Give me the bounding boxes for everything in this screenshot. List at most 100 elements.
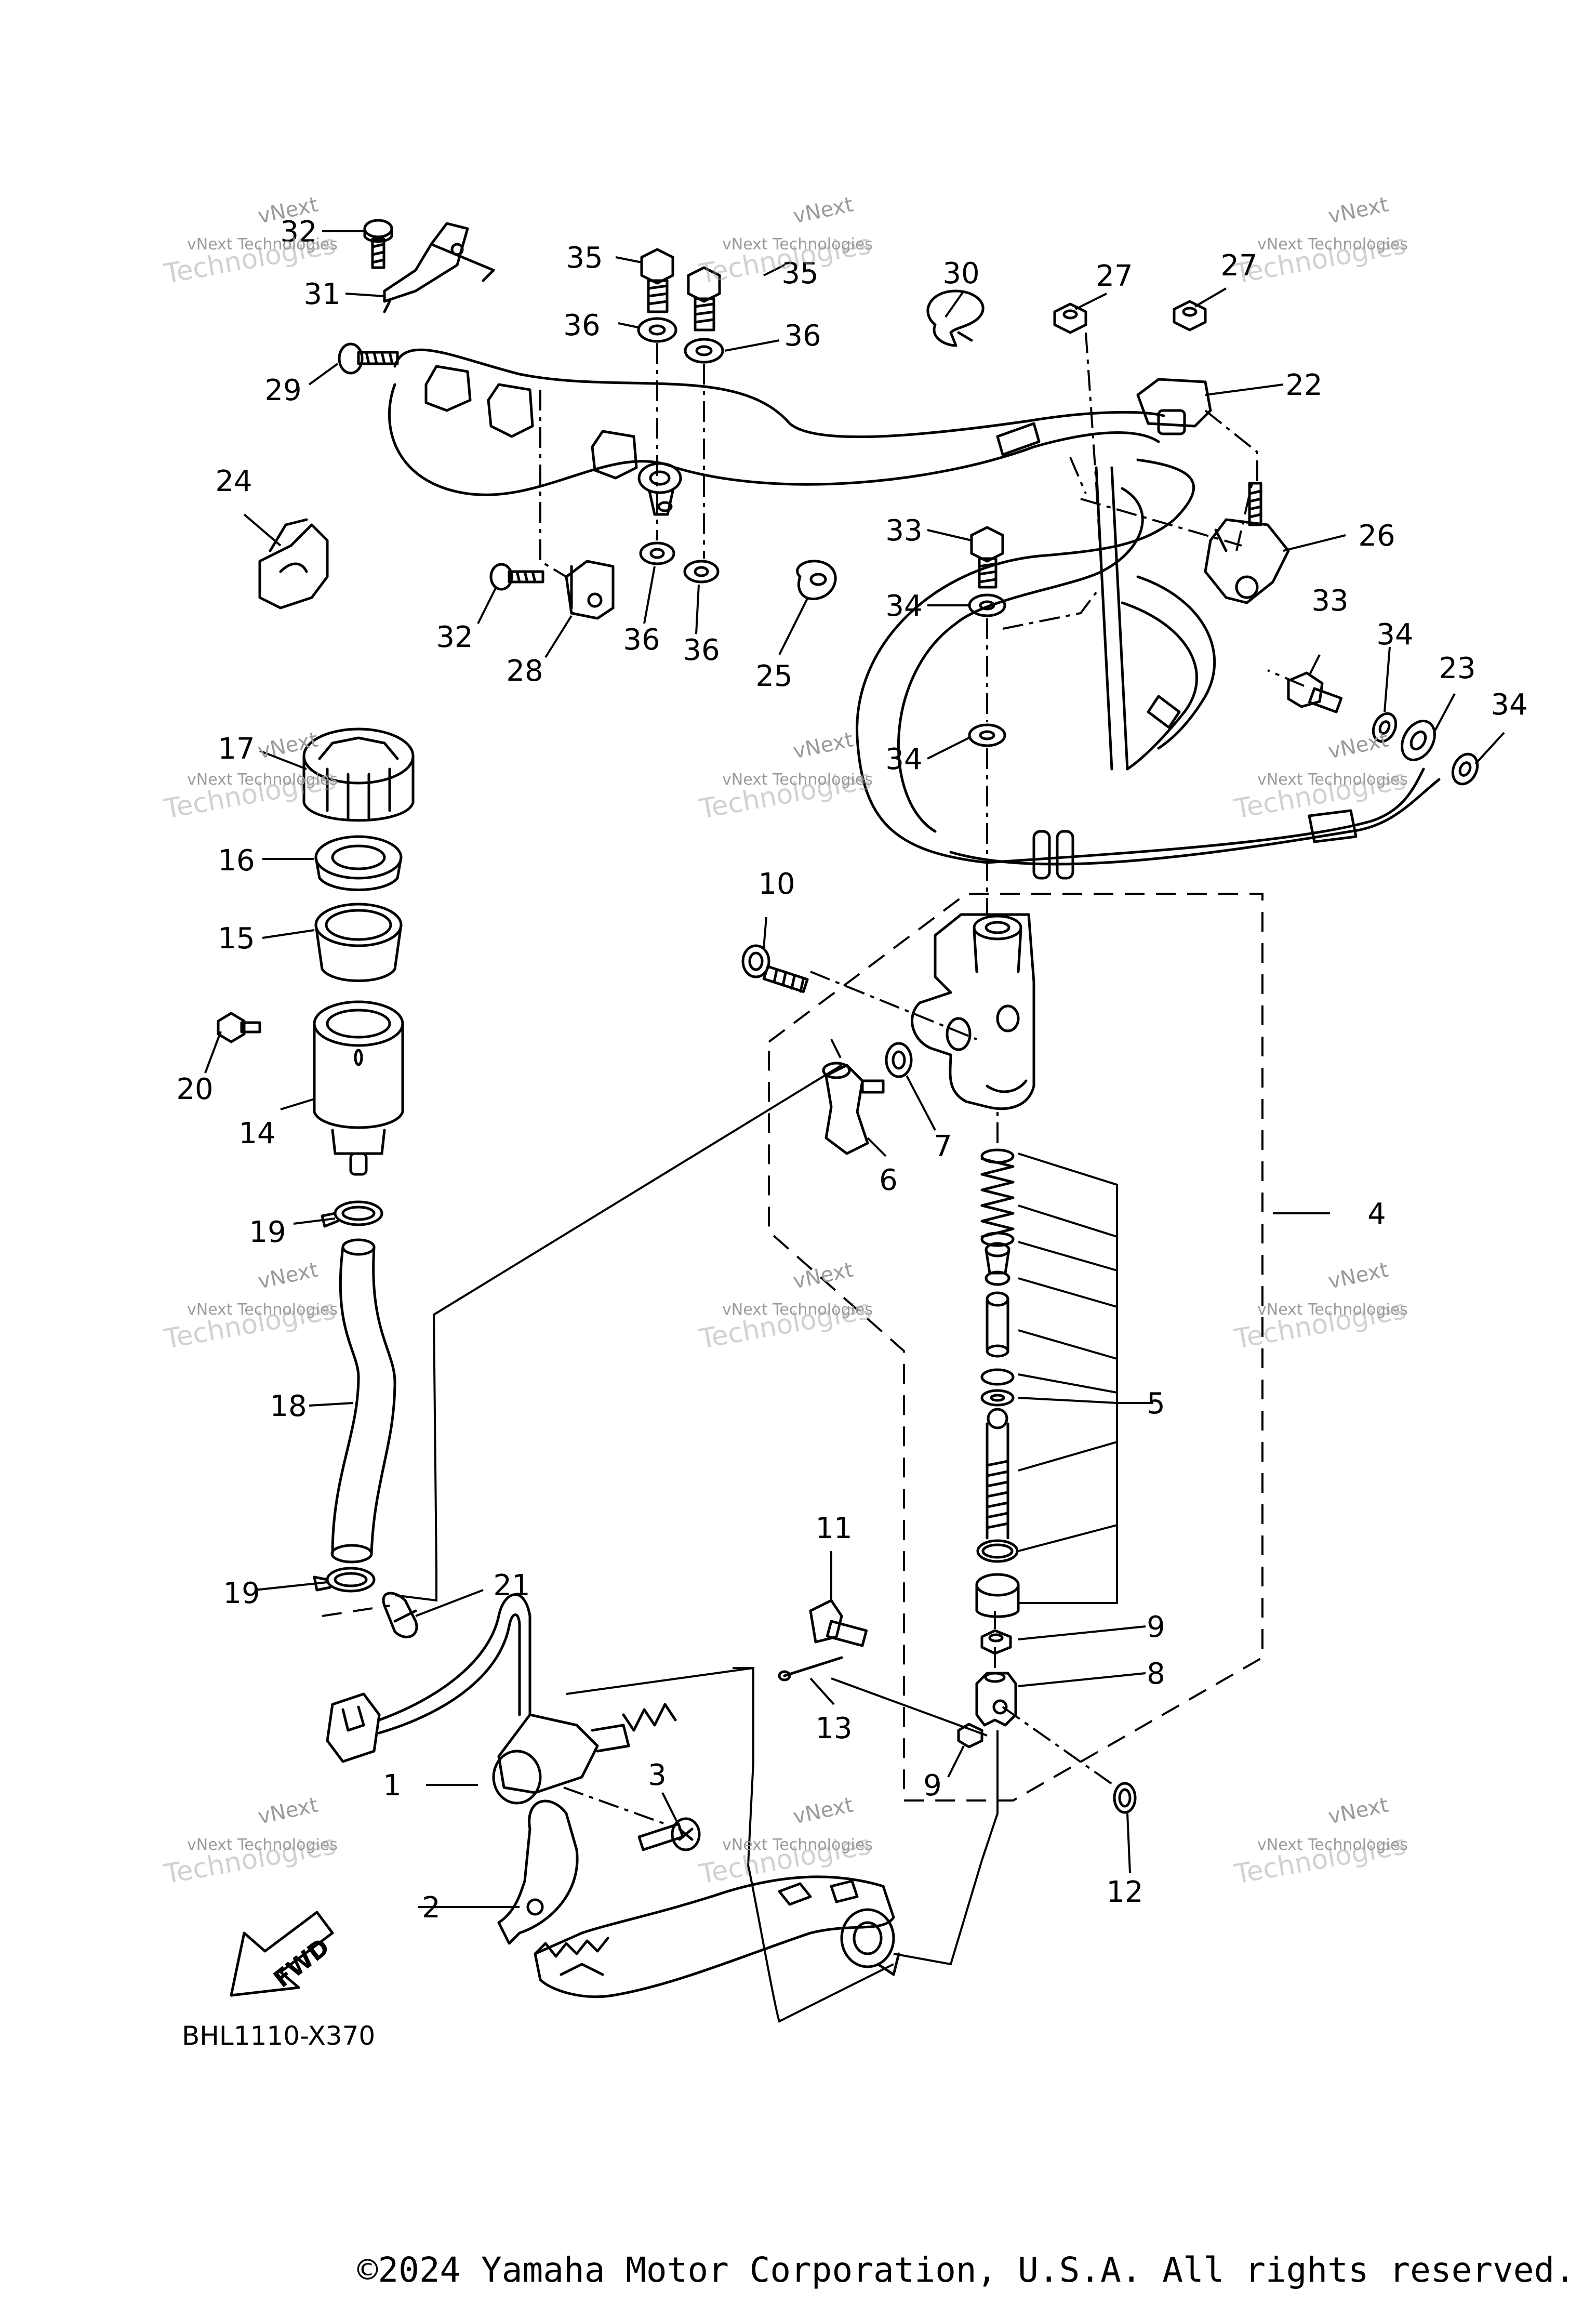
watermark-line2: vNext Technologies — [722, 1301, 873, 1319]
bolt-29 — [338, 342, 399, 375]
assembly-boundary-4 — [322, 893, 1264, 1802]
callout-15: 15 — [218, 922, 255, 956]
callout-36-top-left: 36 — [563, 309, 600, 342]
callout-32-lower: 32 — [436, 620, 473, 654]
callout-35-left: 35 — [566, 241, 603, 275]
callout-17: 17 — [218, 732, 255, 766]
union-bolt-35-left — [640, 248, 674, 313]
callout-9-lower: 9 — [923, 1769, 942, 1803]
callout-27-right: 27 — [1220, 249, 1257, 283]
clip-25 — [796, 560, 837, 601]
callout-10: 10 — [758, 867, 795, 901]
callout-19-lower: 19 — [223, 1577, 260, 1610]
reservoir-tank-14 — [313, 1000, 404, 1176]
washer-36-bottom-right — [683, 560, 720, 584]
diaphragm-holder-15 — [314, 903, 403, 982]
bolt-32-top — [363, 219, 393, 269]
watermark-line2: vNext Technologies — [722, 1836, 873, 1854]
callout-12: 12 — [1106, 1875, 1143, 1909]
hose-clamp-19-lower — [313, 1567, 376, 1593]
reservoir-hose-18 — [330, 1238, 396, 1564]
callout-36-bottom-left: 36 — [623, 623, 660, 657]
callout-33-upper: 33 — [885, 514, 922, 548]
clevis-8 — [975, 1672, 1017, 1727]
nut-27-left — [1053, 302, 1087, 334]
watermark-line2: vNext Technologies — [1257, 771, 1408, 789]
washer-34-lower — [968, 723, 1006, 747]
union-bolt-33-upper — [970, 526, 1004, 589]
callout-9-upper: 9 — [1147, 1610, 1165, 1644]
watermark-line1: vNext — [1326, 192, 1391, 228]
callout-30: 30 — [942, 257, 979, 290]
nut-27-right — [1173, 300, 1207, 332]
callout-11: 11 — [815, 1512, 852, 1545]
reservoir-cap-17 — [302, 727, 415, 822]
watermark-line2: vNext Technologies — [187, 1301, 338, 1319]
nut-9-upper — [980, 1629, 1012, 1655]
callout-14: 14 — [238, 1117, 275, 1150]
callout-5: 5 — [1147, 1387, 1165, 1421]
brake-pedal — [534, 1875, 900, 1998]
piston-kit-5 — [975, 1148, 1020, 1618]
watermark-tile: vNext vNext Technologies Technologies — [162, 727, 338, 825]
watermark-line1: vNext — [256, 1257, 321, 1293]
callout-13: 13 — [815, 1712, 852, 1745]
union-bolt-33-right — [1287, 671, 1343, 713]
diagram-code: BHL1110-X370 — [182, 2021, 375, 2051]
o-ring-12 — [1113, 1782, 1137, 1814]
watermark-line1: vNext — [791, 1793, 856, 1829]
watermark-tile: vNext vNext Technologies Technologies — [697, 1257, 873, 1355]
bracket-26 — [1204, 482, 1290, 604]
washer-36-top-left — [637, 317, 677, 343]
master-cylinder-body-4 — [911, 913, 1035, 1110]
watermark-line1: vNext — [1326, 1793, 1391, 1829]
callout-6: 6 — [879, 1163, 898, 1197]
watermark-line2: vNext Technologies — [1257, 1301, 1408, 1319]
bolt-3 — [637, 1817, 701, 1851]
callout-26: 26 — [1358, 519, 1395, 553]
screw-10 — [741, 944, 809, 993]
hose-union-fitting — [637, 462, 682, 516]
callout-19-upper: 19 — [249, 1215, 286, 1249]
callout-28: 28 — [506, 654, 543, 688]
watermark-tile: vNext vNext Technologies Technologies — [1232, 1793, 1408, 1890]
callout-20: 20 — [176, 1072, 213, 1106]
wire-clamp-21 — [382, 1592, 418, 1638]
union-bolt-35-right — [687, 266, 721, 332]
callout-32-top: 32 — [280, 215, 317, 249]
brake-switch-1 — [326, 1593, 677, 1805]
watermark-line1: vNext — [791, 1257, 856, 1293]
watermark-tile: vNext vNext Technologies Technologies — [162, 1257, 338, 1355]
copyright-notice: ©2024 Yamaha Motor Corporation, U.S.A. A… — [357, 2250, 1575, 2290]
callout-24: 24 — [215, 465, 252, 498]
watermark-line2: vNext Technologies — [187, 771, 338, 789]
o-ring-7 — [885, 1042, 913, 1078]
callout-34-right-b: 34 — [1491, 688, 1527, 722]
watermark-line1: vNext — [1326, 727, 1391, 763]
cotter-pin-13 — [778, 1656, 843, 1681]
callout-22: 22 — [1285, 368, 1322, 402]
washer-36-bottom-left — [639, 541, 675, 565]
callout-16: 16 — [218, 844, 255, 878]
callout-29: 29 — [264, 374, 301, 407]
brake-hose-fitting-22 — [1136, 378, 1212, 435]
callout-23: 23 — [1439, 652, 1475, 685]
callout-34-lower: 34 — [885, 743, 922, 776]
washer-34-right-a — [1372, 712, 1398, 743]
callout-8: 8 — [1147, 1657, 1165, 1691]
bracket-28 — [565, 560, 615, 620]
leader-lines — [204, 230, 1505, 2023]
callout-36-bottom-right: 36 — [683, 633, 720, 667]
watermark-line1: vNext — [256, 727, 321, 763]
watermark-line2: vNext Technologies — [1257, 235, 1408, 254]
callout-35-right: 35 — [781, 257, 818, 290]
callout-labels: 1 2 3 4 5 6 7 8 9 9 10 11 12 13 14 15 16… — [176, 215, 1527, 1925]
hose-clip-upper-left — [424, 365, 638, 480]
bolt-32-lower — [489, 563, 544, 591]
watermark-tile: vNext vNext Technologies Technologies — [697, 727, 873, 825]
watermark-line2: vNext Technologies — [187, 235, 338, 254]
pin-11 — [809, 1599, 868, 1647]
callout-2: 2 — [422, 1891, 441, 1925]
callout-36-top-right: 36 — [784, 319, 821, 353]
